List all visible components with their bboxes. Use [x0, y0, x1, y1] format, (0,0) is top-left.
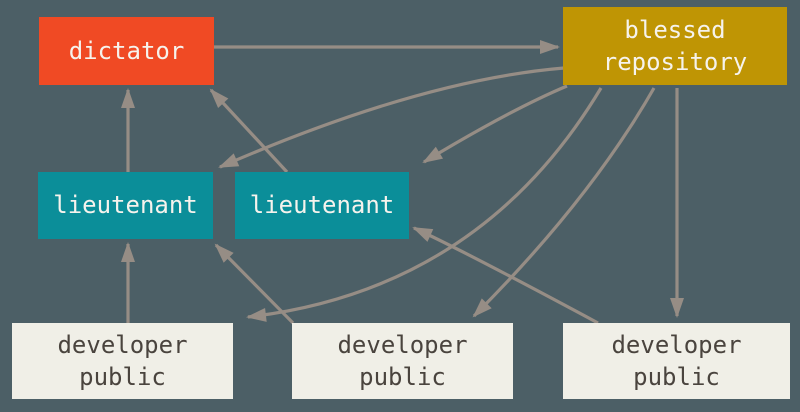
arrow-lieutenant2-to-dictator — [209, 88, 289, 174]
node-blessed-repository: blessed repository — [563, 7, 787, 85]
arrow-blessed-to-lieutenant1 — [218, 66, 565, 169]
node-developer-public-1: developer public — [12, 323, 233, 399]
arrow-dev2-to-lieutenant1 — [214, 243, 295, 325]
node-developer-public-3: developer public — [563, 323, 790, 399]
node-lieutenant-2: lieutenant — [235, 172, 409, 239]
node-developer-public-2: developer public — [292, 323, 513, 399]
arrow-blessed-to-lieutenant2 — [422, 84, 568, 164]
arrow-dev3-to-lieutenant2 — [412, 226, 599, 325]
node-lieutenant-1: lieutenant — [38, 172, 213, 239]
node-dictator: dictator — [39, 17, 214, 85]
arrow-blessed-to-dev2 — [472, 87, 656, 318]
